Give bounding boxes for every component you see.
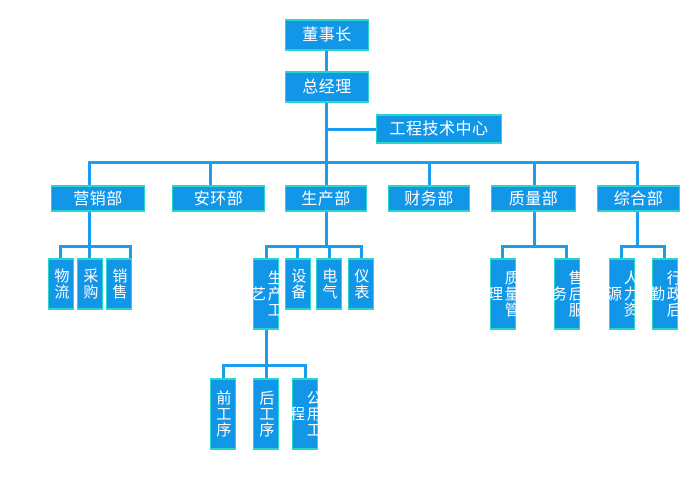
connector-process-bus xyxy=(222,364,307,367)
connector-drop-after-sales xyxy=(565,245,568,258)
connector-quality-stem xyxy=(533,211,536,245)
connector-drop-utilities xyxy=(304,364,307,378)
connector-drop-hr xyxy=(620,245,623,258)
node-section-after-sales[interactable]: 售后服务 xyxy=(550,258,585,330)
connector-drop-marketing xyxy=(88,161,91,185)
connector-drop-back-process xyxy=(265,364,268,378)
connector-drop-instrument xyxy=(360,245,363,258)
node-department-production[interactable]: 生产部 xyxy=(285,185,367,212)
node-section-admin-support[interactable]: 行政后勤 xyxy=(648,258,683,330)
node-section-sales[interactable]: 销售 xyxy=(106,258,132,310)
node-department-safety-env[interactable]: 安环部 xyxy=(172,185,265,212)
node-department-finance[interactable]: 财务部 xyxy=(388,185,470,212)
connector-general-affairs-stem xyxy=(636,211,639,245)
node-department-general-affairs[interactable]: 综合部 xyxy=(597,185,680,212)
node-unit-front-process[interactable]: 前工序 xyxy=(210,378,236,450)
connector-general-affairs-bus xyxy=(620,245,666,248)
connector-chairman-to-gm xyxy=(325,51,328,77)
connector-drop-production xyxy=(325,161,328,185)
connector-drop-equipment xyxy=(296,245,299,258)
node-general-manager[interactable]: 总经理 xyxy=(285,71,369,103)
node-department-quality[interactable]: 质量部 xyxy=(491,185,576,212)
node-chairman[interactable]: 董事长 xyxy=(285,19,369,51)
connector-marketing-bus xyxy=(59,245,132,248)
connector-drop-process xyxy=(265,245,268,258)
connector-gm-spine xyxy=(325,103,328,161)
connector-production-bus xyxy=(265,245,363,248)
node-section-quality-management[interactable]: 质量管理 xyxy=(486,258,521,330)
connector-production-stem xyxy=(325,211,328,245)
connector-drop-front-process xyxy=(222,364,225,378)
node-section-equipment[interactable]: 设备 xyxy=(285,258,311,310)
connector-drop-purchasing xyxy=(88,245,91,258)
connector-drop-electrical xyxy=(328,245,331,258)
node-section-instrument[interactable]: 仪表 xyxy=(348,258,374,310)
node-section-hr[interactable]: 人力资源 xyxy=(605,258,640,330)
node-department-marketing[interactable]: 营销部 xyxy=(51,185,145,212)
connector-drop-finance xyxy=(428,161,431,185)
connector-drop-logistics xyxy=(59,245,62,258)
connector-quality-bus xyxy=(501,245,568,248)
node-unit-back-process[interactable]: 后工序 xyxy=(253,378,279,450)
connector-gm-to-engineering-center xyxy=(328,128,376,131)
connector-drop-quality xyxy=(533,161,536,185)
node-section-purchasing[interactable]: 采购 xyxy=(77,258,103,310)
node-section-logistics[interactable]: 物流 xyxy=(48,258,74,310)
connector-process-stem xyxy=(265,330,268,364)
connector-marketing-stem xyxy=(88,211,91,245)
connector-drop-safety-env xyxy=(209,161,212,185)
node-section-electrical[interactable]: 电气 xyxy=(316,258,342,310)
connector-department-bus xyxy=(88,161,639,164)
connector-drop-admin-support xyxy=(663,245,666,258)
connector-drop-general-affairs xyxy=(636,161,639,185)
node-section-process[interactable]: 生产工艺 xyxy=(249,258,284,330)
node-engineering-center[interactable]: 工程技术中心 xyxy=(376,114,502,144)
connector-drop-quality-mgmt xyxy=(501,245,504,258)
connector-drop-sales xyxy=(129,245,132,258)
node-unit-utilities[interactable]: 公用工程 xyxy=(288,378,323,450)
